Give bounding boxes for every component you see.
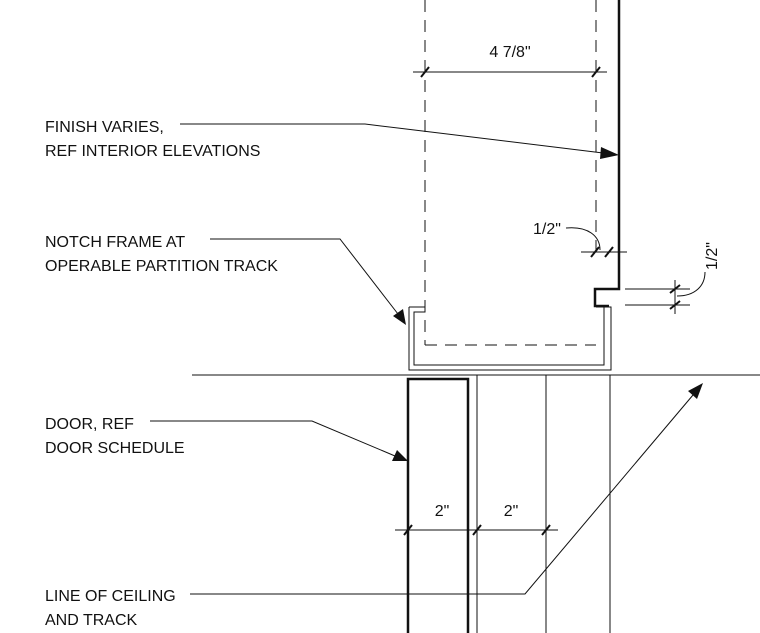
note-notch: NOTCH FRAME AT OPERABLE PARTITION TRACK	[45, 234, 278, 275]
note-door: DOOR, REF DOOR SCHEDULE	[45, 416, 185, 457]
dimension-door-track: 2" 2"	[395, 503, 558, 536]
frame-hidden-lines	[424, 0, 597, 346]
leader-finish	[180, 123, 619, 159]
note-finish-line-1: FINISH VARIES,	[45, 119, 164, 136]
dimension-frame-depth: 4 7/8"	[413, 44, 607, 78]
dimension-notch-horizontal-label: 1/2"	[533, 221, 561, 238]
dimension-frame-depth-label: 4 7/8"	[489, 44, 530, 61]
note-finish-line-2: REF INTERIOR ELEVATIONS	[45, 143, 260, 160]
dimension-door-thickness-label: 2"	[435, 503, 450, 520]
dimension-track-offset-label: 2"	[504, 503, 519, 520]
dimension-notch-vertical: 1/2"	[625, 242, 721, 314]
finish-line	[593, 0, 621, 308]
dimension-notch-vertical-label: 1/2"	[704, 242, 721, 270]
dimension-notch-horizontal: 1/2"	[533, 221, 627, 258]
note-notch-line-1: NOTCH FRAME AT	[45, 234, 185, 251]
leader-ceiling	[190, 383, 703, 595]
notch-frame-channel	[408, 306, 612, 371]
door-outline	[406, 377, 470, 633]
leader-door	[150, 420, 408, 461]
note-finish: FINISH VARIES, REF INTERIOR ELEVATIONS	[45, 119, 260, 160]
note-ceiling-line-2: AND TRACK	[45, 612, 137, 629]
leader-notch	[210, 238, 406, 325]
note-door-line-2: DOOR SCHEDULE	[45, 440, 185, 457]
track-lines	[476, 375, 611, 633]
note-ceiling: LINE OF CEILING AND TRACK	[45, 588, 176, 629]
note-ceiling-line-1: LINE OF CEILING	[45, 588, 176, 605]
note-door-line-1: DOOR, REF	[45, 416, 134, 433]
note-notch-line-2: OPERABLE PARTITION TRACK	[45, 258, 278, 275]
